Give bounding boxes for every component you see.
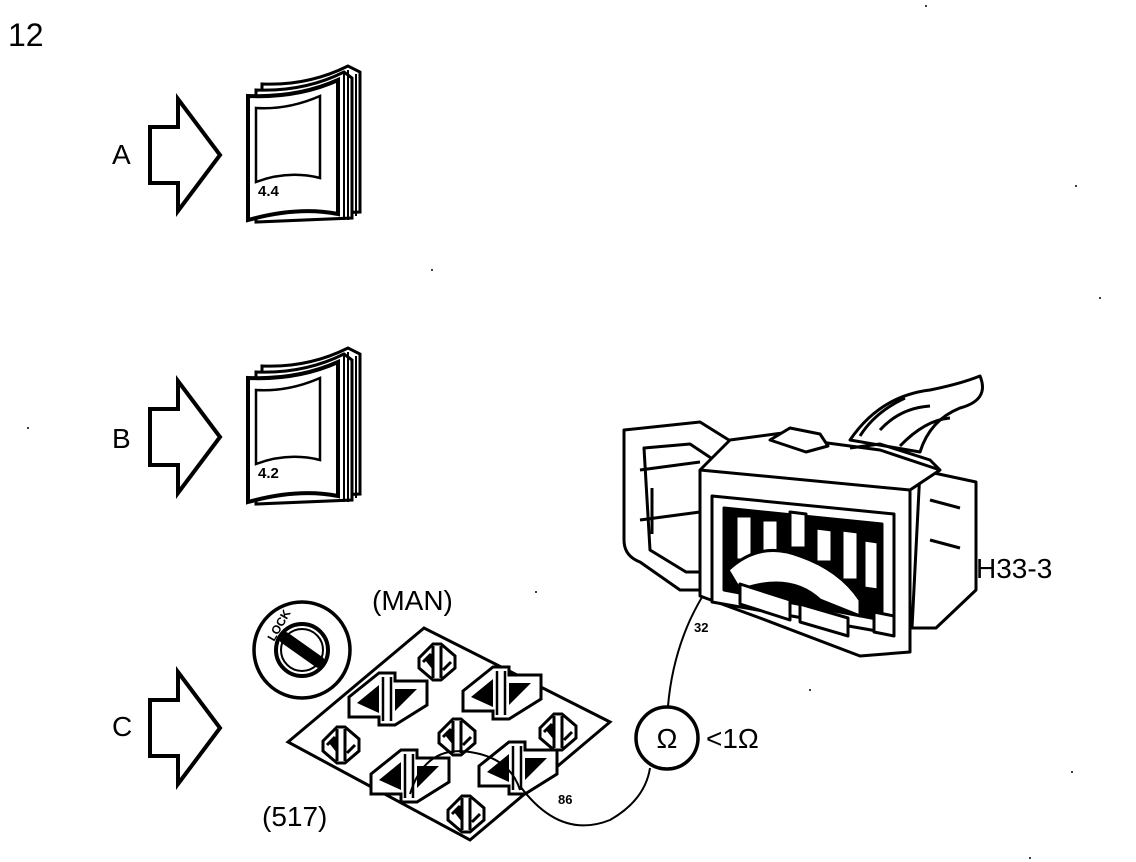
relay-bottom-label: (517) xyxy=(262,801,327,832)
meter-lead-wire xyxy=(519,767,651,827)
row-b-manual-section: 4.2 xyxy=(258,465,279,482)
connector-plug-icon xyxy=(622,374,984,658)
ignition-key-icon: LOCK xyxy=(252,600,352,700)
manual-book-icon: 4.4 xyxy=(246,64,362,224)
step-number: 12 xyxy=(8,17,44,53)
arrow-right-icon xyxy=(148,670,222,786)
meter-reading: <1Ω xyxy=(706,723,759,754)
scan-speckles xyxy=(27,5,1101,859)
relay-top-label: (MAN) xyxy=(372,585,453,616)
row-a-manual-section: 4.4 xyxy=(258,183,280,200)
relay-socket-icon xyxy=(285,626,613,842)
row-c-letter: C xyxy=(112,711,132,742)
meter-symbol: Ω xyxy=(657,723,678,754)
connector-name: H33-3 xyxy=(976,553,1052,584)
row-b-letter: B xyxy=(112,423,131,454)
connector-pin-label: 32 xyxy=(694,620,708,635)
manual-book-icon: 4.2 xyxy=(246,346,362,506)
relay-terminal-label: 86 xyxy=(558,792,572,807)
row-a-letter: A xyxy=(112,139,131,170)
arrow-right-icon xyxy=(148,379,222,495)
ohmmeter-icon: Ω xyxy=(634,705,700,771)
arrow-right-icon xyxy=(148,97,222,213)
